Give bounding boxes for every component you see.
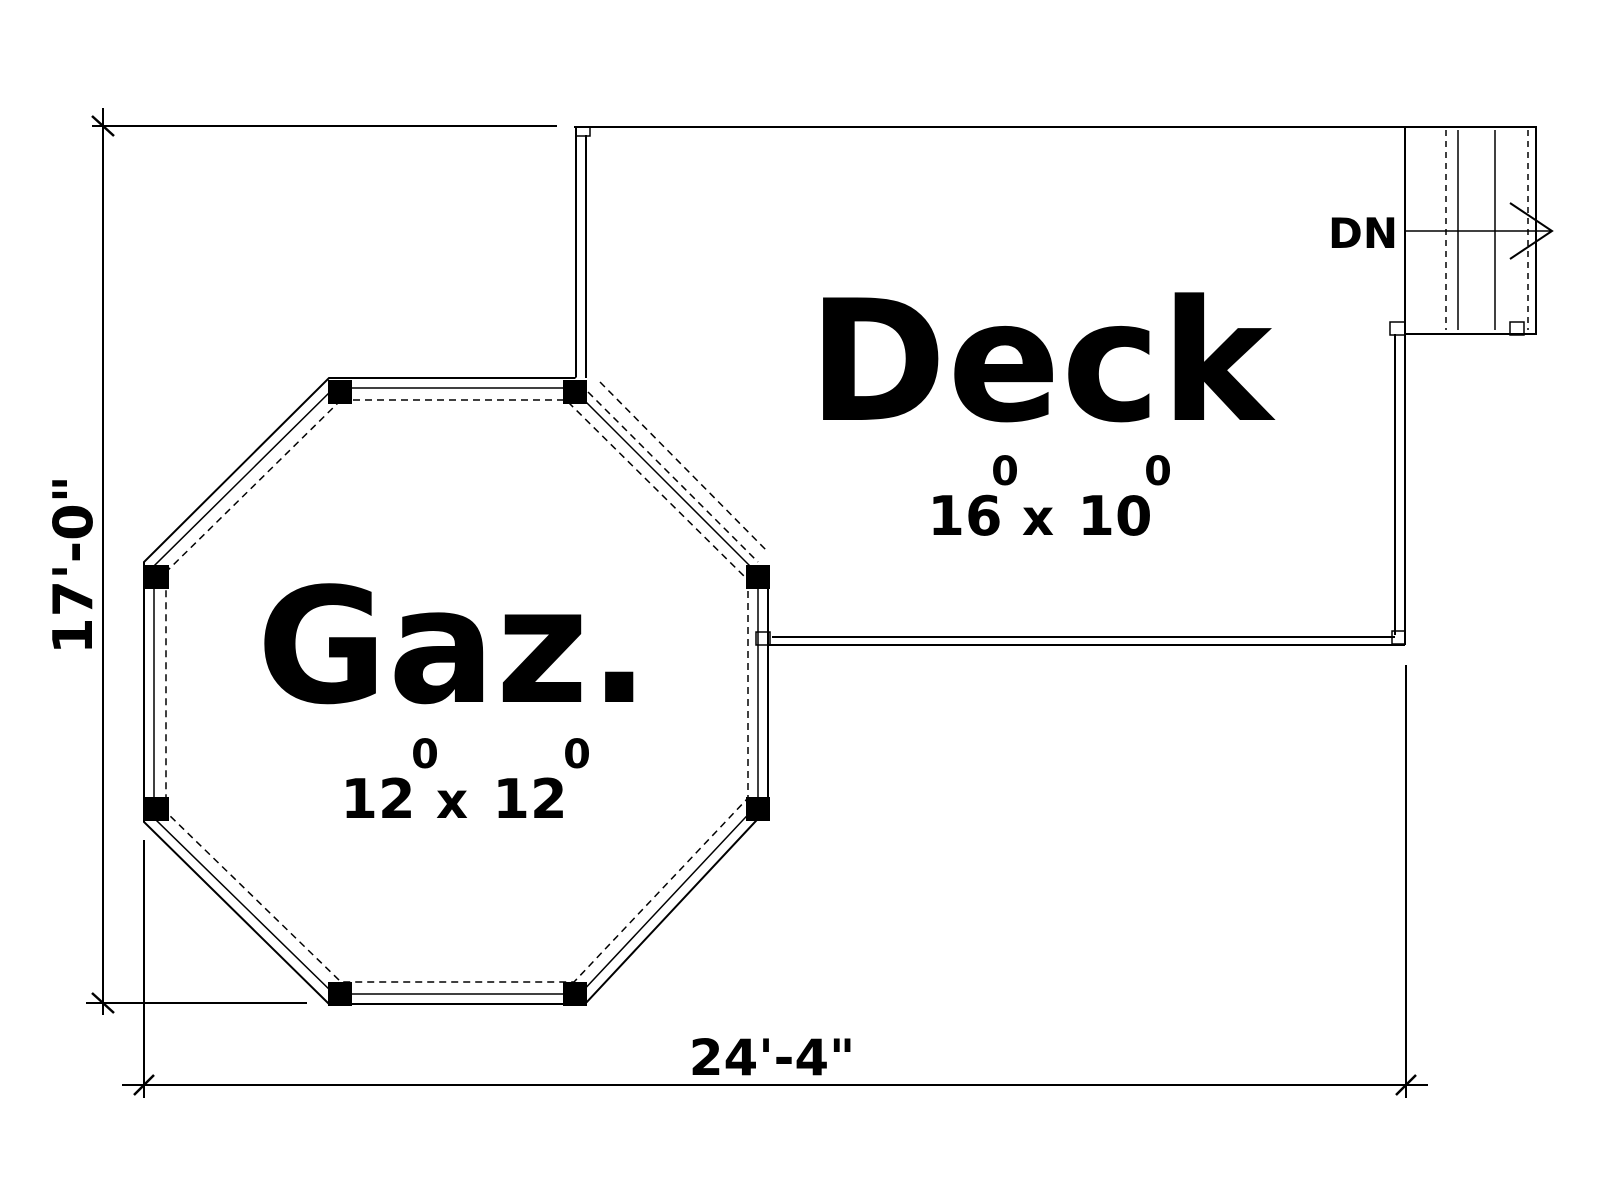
gazebo-post	[563, 982, 587, 1006]
tick-mark-top	[91, 115, 115, 137]
vertical-dimension	[86, 108, 557, 1015]
gazebo-depth: 12	[492, 768, 567, 831]
deck-width: 16	[927, 485, 1002, 548]
gazebo-post	[746, 565, 770, 589]
deck-right-post	[1389, 321, 1406, 336]
gazebo-post	[563, 380, 587, 404]
gazebo-post	[746, 797, 770, 821]
overall-depth-label: 17'-0"	[42, 475, 105, 655]
gazebo-opening-line	[587, 391, 759, 563]
gazebo-title: Gaz.	[256, 553, 649, 740]
tick-mark-bottom	[91, 992, 115, 1014]
gazebo-opening-line	[574, 376, 770, 572]
gazebo-size-separator: x	[436, 772, 468, 830]
gazebo-post	[328, 380, 352, 404]
gazebo-post	[145, 797, 169, 821]
stairs-down-label: DN	[1328, 209, 1398, 258]
stair-arrow-icon	[1509, 202, 1554, 260]
deck-title: Deck	[808, 264, 1276, 460]
deck-depth: 10	[1077, 485, 1152, 548]
tick-mark-right	[1395, 1074, 1417, 1096]
gazebo-posts	[145, 380, 770, 1006]
gazebo-post	[328, 982, 352, 1006]
horizontal-dimension	[122, 665, 1428, 1098]
gazebo-size: 12 0 x 12 0	[340, 732, 591, 831]
stair-post	[1509, 321, 1525, 336]
tick-mark-left	[133, 1074, 155, 1096]
deck-bottom-post	[755, 631, 771, 646]
gazebo-depth-superscript: 0	[563, 732, 591, 778]
stairs	[1404, 126, 1554, 336]
gazebo-opening-line	[599, 381, 769, 553]
overall-width-label: 24'-4"	[689, 1029, 855, 1087]
deck-size: 16 0 x 10 0	[927, 449, 1172, 548]
deck-size-separator: x	[1022, 489, 1054, 547]
deck-depth-superscript: 0	[1144, 449, 1172, 495]
gazebo-width: 12	[340, 768, 415, 831]
gazebo-width-superscript: 0	[411, 732, 439, 778]
deck-width-superscript: 0	[991, 449, 1019, 495]
gazebo-post	[145, 565, 169, 589]
deck-corner-post	[575, 126, 591, 137]
